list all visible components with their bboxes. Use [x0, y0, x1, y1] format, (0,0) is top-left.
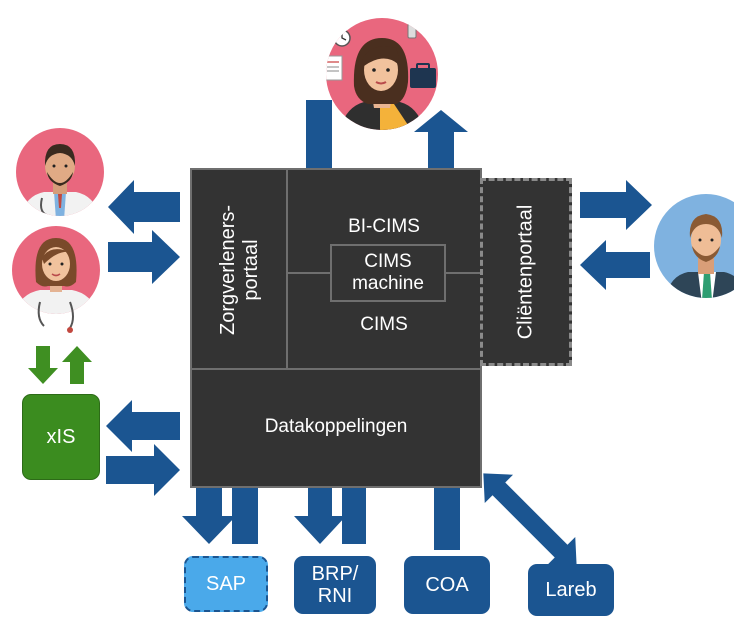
arrow-up-green — [62, 346, 92, 384]
arrow-down-green — [28, 346, 58, 384]
bi-cims-label: BI-CIMS — [348, 216, 420, 237]
arrow-down-brp — [294, 456, 346, 544]
arrow-left-xis-out — [106, 400, 180, 452]
arrow-right-doctor-in — [108, 230, 180, 284]
male-doctor-icon — [16, 128, 104, 216]
lareb-system: Lareb — [528, 564, 614, 616]
xis-system: xIS — [22, 394, 100, 480]
clientenportaal-label: Cliëntenportaal — [514, 204, 537, 340]
brp-rni-system: BRP/ RNI — [294, 556, 376, 614]
cims-machine-box: CIMS machine — [330, 244, 446, 302]
arrow-down-sap — [182, 456, 236, 544]
sap-system: SAP — [184, 556, 268, 612]
clientenportaal-box: Cliëntenportaal — [480, 178, 572, 366]
arrow-left-doctor-out — [108, 180, 180, 234]
female-doctor-icon — [12, 226, 100, 333]
zorgverleners-portal-box: Zorgverleners- portaal — [192, 170, 288, 370]
arrow-left-client-in — [580, 240, 650, 290]
arrow-right-xis-in — [106, 444, 180, 496]
arrow-right-client-out — [580, 180, 652, 230]
coa-system: COA — [404, 556, 490, 614]
datakoppelingen-label: Datakoppelingen — [264, 416, 408, 437]
businesswoman-with-briefcase-icon — [326, 18, 438, 130]
core-divider — [190, 368, 482, 370]
arrow-down-top-in — [294, 100, 344, 190]
client-person-icon — [654, 194, 734, 298]
arrow-up-top-out — [414, 110, 468, 188]
arrow-bidirectional-lareb — [483, 473, 577, 567]
cims-label: CIMS — [360, 314, 408, 335]
zorgverleners-portal-label: Zorgverleners- portaal — [217, 204, 262, 336]
cims-machine-label: CIMS machine — [352, 251, 424, 294]
